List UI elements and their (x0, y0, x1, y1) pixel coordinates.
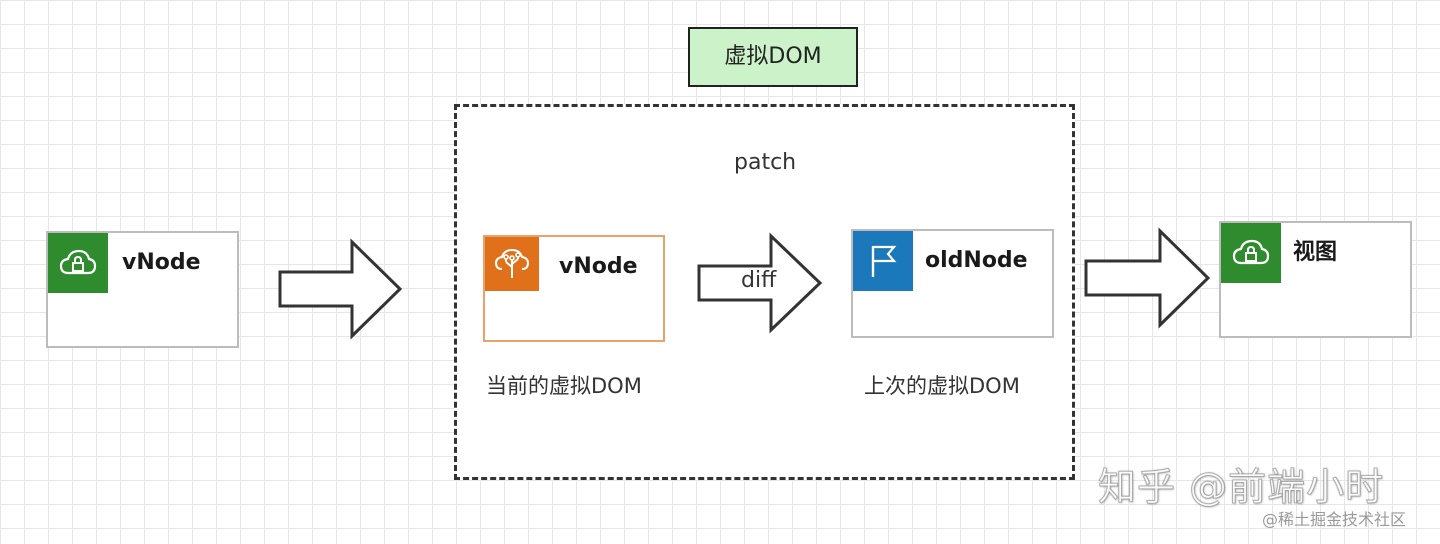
old-node-card: oldNode (851, 229, 1054, 338)
input-vnode-card: vNode (46, 231, 239, 348)
patch-label: patch (734, 150, 797, 175)
current-vnode-card: vNode (483, 235, 665, 342)
arrow-to-patch (278, 238, 403, 340)
flag-icon (853, 231, 913, 291)
arrow-to-view (1084, 227, 1211, 329)
input-vnode-title: vNode (122, 250, 201, 275)
diff-arrow (697, 232, 823, 334)
juejin-watermark: @稀土掘金技术社区 (1262, 510, 1407, 529)
old-node-title: oldNode (925, 248, 1028, 273)
virtual-dom-header: 虚拟DOM (688, 27, 858, 87)
current-vnode-title: vNode (559, 254, 638, 279)
view-title: 视图 (1293, 240, 1338, 265)
old-node-caption: 上次的虚拟DOM (864, 374, 1020, 398)
cloud-lock-icon (1221, 223, 1281, 283)
view-card: 视图 (1219, 221, 1412, 338)
current-vnode-caption: 当前的虚拟DOM (486, 374, 642, 398)
diff-label: diff (741, 268, 777, 293)
cloud-tree-icon (485, 237, 539, 291)
zhihu-watermark: 知乎 @前端小时 (1097, 465, 1385, 510)
cloud-lock-icon (48, 233, 108, 293)
